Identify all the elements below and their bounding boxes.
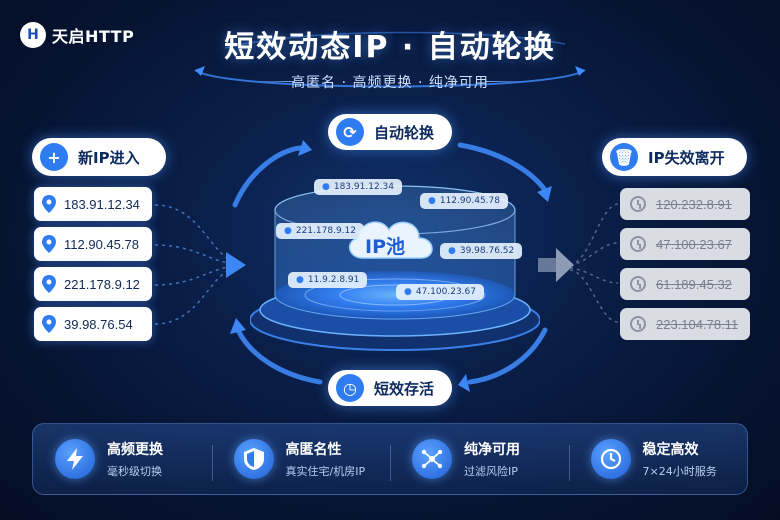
new-ip-card: 221.178.9.12 <box>34 267 152 301</box>
page-title: 短效动态IP · 自动轮换 <box>224 30 556 65</box>
feature-title: 高频更换 <box>107 442 163 458</box>
features-bar: 高频更换 毫秒级切换 高匿名性 真实住宅/机房IP 纯净可用 过滤风险IP 稳定… <box>32 423 748 495</box>
expired-ip-card: 61.189.45.32 <box>620 268 750 300</box>
feature-title: 纯净可用 <box>464 442 520 458</box>
expired-ip-label: IP失效离开 <box>648 148 725 167</box>
page-subtitle: 高匿名 · 高频更换 · 纯净可用 <box>291 75 489 91</box>
new-ip-address: 183.91.12.34 <box>64 196 140 212</box>
auto-rotate-label: 自动轮换 <box>374 123 435 142</box>
auto-rotate-pill: ⟳ 自动轮换 <box>328 114 453 150</box>
feature-title: 稳定高效 <box>642 442 699 458</box>
pool-chip: ●39.98.76.52 <box>440 238 523 259</box>
pool-chip: ●112.90.45.78 <box>420 188 508 209</box>
bolt-icon <box>55 439 95 479</box>
logo-mark-icon: H <box>20 22 46 48</box>
shield-icon <box>233 439 274 479</box>
feature-item: 高频更换 毫秒级切换 <box>33 439 212 479</box>
new-ip-card: 112.90.45.78 <box>34 227 152 261</box>
feature-desc: 7×24小时服务 <box>642 465 717 478</box>
timer-icon: ◷ <box>336 374 364 402</box>
expired-ip-card: 47.100.23.67 <box>620 228 750 260</box>
new-ip-label: 新IP进入 <box>78 148 140 167</box>
clock-icon <box>630 276 646 292</box>
expired-ip-address: 120.232.8.91 <box>656 196 732 212</box>
title-orbit-arc <box>194 31 586 88</box>
trash-icon: 🗑 <box>610 143 638 171</box>
ip-pool-label: IP池 <box>365 236 405 258</box>
pool-chip: ●47.100.23.67 <box>396 279 484 300</box>
expired-ip-address: 61.189.45.32 <box>656 276 732 292</box>
expired-ip-card: 223.104.78.11 <box>620 308 750 340</box>
location-pin-icon <box>42 235 56 253</box>
clock-icon <box>590 439 631 479</box>
feature-desc: 毫秒级切换 <box>107 465 162 478</box>
location-pin-icon <box>42 315 56 333</box>
feature-desc: 真实住宅/机房IP <box>285 465 366 478</box>
subtitle-line-left <box>255 81 295 82</box>
new-ip-address: 221.178.9.12 <box>64 276 140 292</box>
short-lived-pill: ◷ 短效存活 <box>328 370 453 406</box>
feature-item: 纯净可用 过滤风险IP <box>390 439 569 481</box>
expired-ip-address: 47.100.23.67 <box>656 236 732 252</box>
new-ip-card: 183.91.12.34 <box>34 187 152 221</box>
feature-item: 稳定高效 7×24小时服务 <box>568 439 748 481</box>
short-lived-label: 短效存活 <box>374 379 435 398</box>
new-ip-address: 39.98.76.54 <box>64 316 133 332</box>
rotate-icon: ⟳ <box>336 118 364 146</box>
plus-icon: + <box>40 143 68 171</box>
pool-chip: ●183.91.12.34 <box>314 174 402 195</box>
network-icon <box>412 439 452 479</box>
clock-icon <box>630 196 646 212</box>
expired-ip-pill: 🗑 IP失效离开 <box>602 138 747 176</box>
brand-logo: H 天启HTTP <box>20 22 134 48</box>
pool-chip: ●11.9.2.8.91 <box>288 267 368 288</box>
feature-desc: 过滤风险IP <box>464 465 518 478</box>
new-ip-pill: + 新IP进入 <box>32 138 166 176</box>
location-pin-icon <box>42 275 56 293</box>
new-ip-card: 39.98.76.54 <box>34 307 152 341</box>
feature-title: 高匿名性 <box>285 442 342 458</box>
expired-ip-address: 223.104.78.11 <box>656 316 739 332</box>
brand-name: 天启HTTP <box>52 27 135 46</box>
pool-chip: ●221.178.9.12 <box>276 218 364 239</box>
expired-ip-card: 120.232.8.91 <box>620 188 750 220</box>
clock-icon <box>630 236 646 252</box>
feature-item: 高匿名性 真实住宅/机房IP <box>211 439 391 481</box>
location-pin-icon <box>42 195 56 213</box>
new-ip-address: 112.90.45.78 <box>64 236 139 252</box>
clock-icon <box>630 316 646 332</box>
